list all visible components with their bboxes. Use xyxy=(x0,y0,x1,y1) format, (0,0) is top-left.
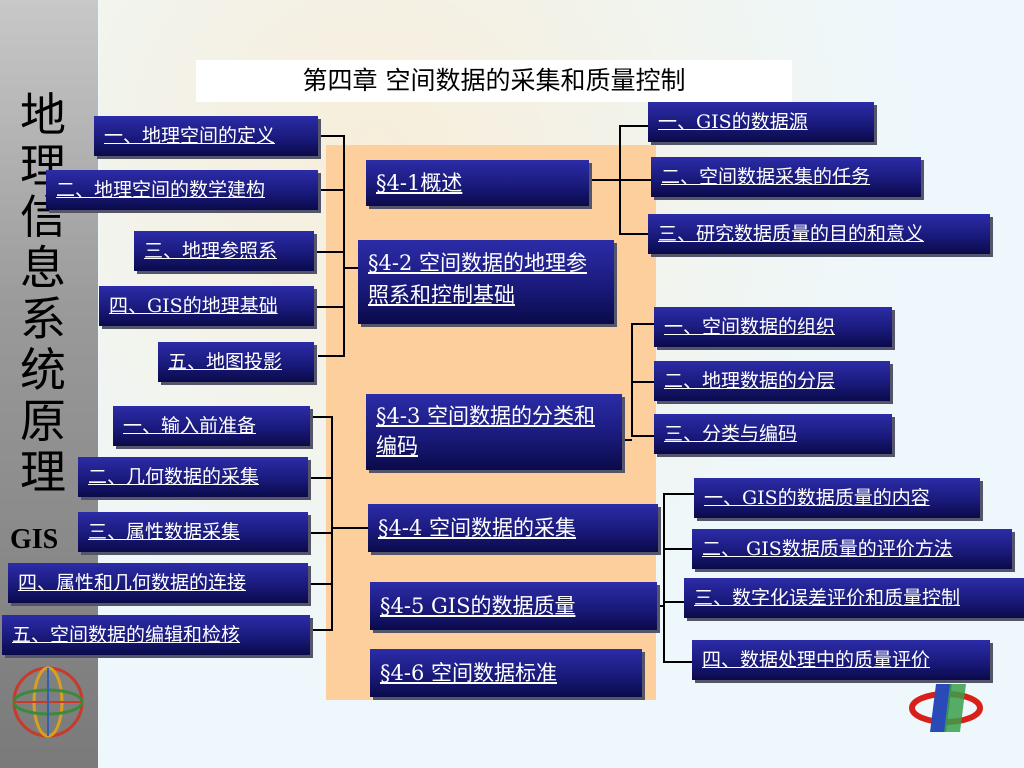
swoosh-logo-icon xyxy=(909,684,983,732)
vertical-title-char: 息 xyxy=(20,241,66,295)
vertical-title-char: 理 xyxy=(20,445,66,499)
right-item-processing-quality[interactable]: 四、数据处理中的质量评价 xyxy=(692,640,990,680)
right-item-data-organization[interactable]: 一、空间数据的组织 xyxy=(654,307,892,347)
page-title: 第四章 空间数据的采集和质量控制 xyxy=(196,60,792,102)
vertical-title-char: 地 xyxy=(20,88,66,142)
vertical-title-char: 原 xyxy=(20,394,66,448)
right-item-digitize-error[interactable]: 三、数字化误差评价和质量控制 xyxy=(684,578,1024,618)
right-item-gis-data-source[interactable]: 一、GIS的数据源 xyxy=(648,102,874,142)
right-item-quality-purpose[interactable]: 三、研究数据质量的目的和意义 xyxy=(648,214,990,254)
right-item-quality-evaluation[interactable]: 二、 GIS数据质量的评价方法 xyxy=(692,529,1012,569)
left-item-gis-geo-basis[interactable]: 四、GIS的地理基础 xyxy=(99,286,314,326)
gis-label: GIS xyxy=(10,524,59,555)
left-item-map-projection[interactable]: 五、地图投影 xyxy=(158,342,314,382)
section-4-5[interactable]: §4-5 GIS的数据质量 xyxy=(370,582,657,630)
section-4-3[interactable]: §4-3 空间数据的分类和编码 xyxy=(366,394,622,470)
right-item-data-layering[interactable]: 二、地理数据的分层 xyxy=(654,361,890,401)
left-item-geo-reference[interactable]: 三、地理参照系 xyxy=(134,231,314,271)
section-4-2[interactable]: §4-2 空间数据的地理参照系和控制基础 xyxy=(358,240,614,324)
left-item-geo-space-math[interactable]: 二、地理空间的数学建构 xyxy=(46,170,318,210)
globe-icon xyxy=(12,666,84,738)
vertical-course-title: 地 理 信 息 系 统 原 理 xyxy=(8,90,78,498)
left-item-attribute-collection[interactable]: 三、属性数据采集 xyxy=(78,512,308,552)
left-item-edit-check[interactable]: 五、空间数据的编辑和检核 xyxy=(2,615,310,655)
section-4-4[interactable]: §4-4 空间数据的采集 xyxy=(368,504,658,552)
right-item-classify-code[interactable]: 三、分类与编码 xyxy=(654,414,892,454)
right-item-quality-content[interactable]: 一、GIS的数据质量的内容 xyxy=(694,478,980,518)
left-item-input-prep[interactable]: 一、输入前准备 xyxy=(113,406,310,446)
vertical-title-char: 系 xyxy=(20,292,66,346)
right-item-collection-task[interactable]: 二、空间数据采集的任务 xyxy=(651,157,921,197)
left-item-geometry-collection[interactable]: 二、几何数据的采集 xyxy=(78,457,308,497)
left-item-geo-space-definition[interactable]: 一、地理空间的定义 xyxy=(94,116,318,156)
section-4-6[interactable]: §4-6 空间数据标准 xyxy=(370,649,642,697)
left-sidebar: 地 理 信 息 系 统 原 理 GIS xyxy=(0,0,98,768)
vertical-title-char: 统 xyxy=(20,343,66,397)
section-4-1[interactable]: §4-1概述 xyxy=(366,160,589,206)
left-item-attr-geo-link[interactable]: 四、属性和几何数据的连接 xyxy=(8,563,308,603)
